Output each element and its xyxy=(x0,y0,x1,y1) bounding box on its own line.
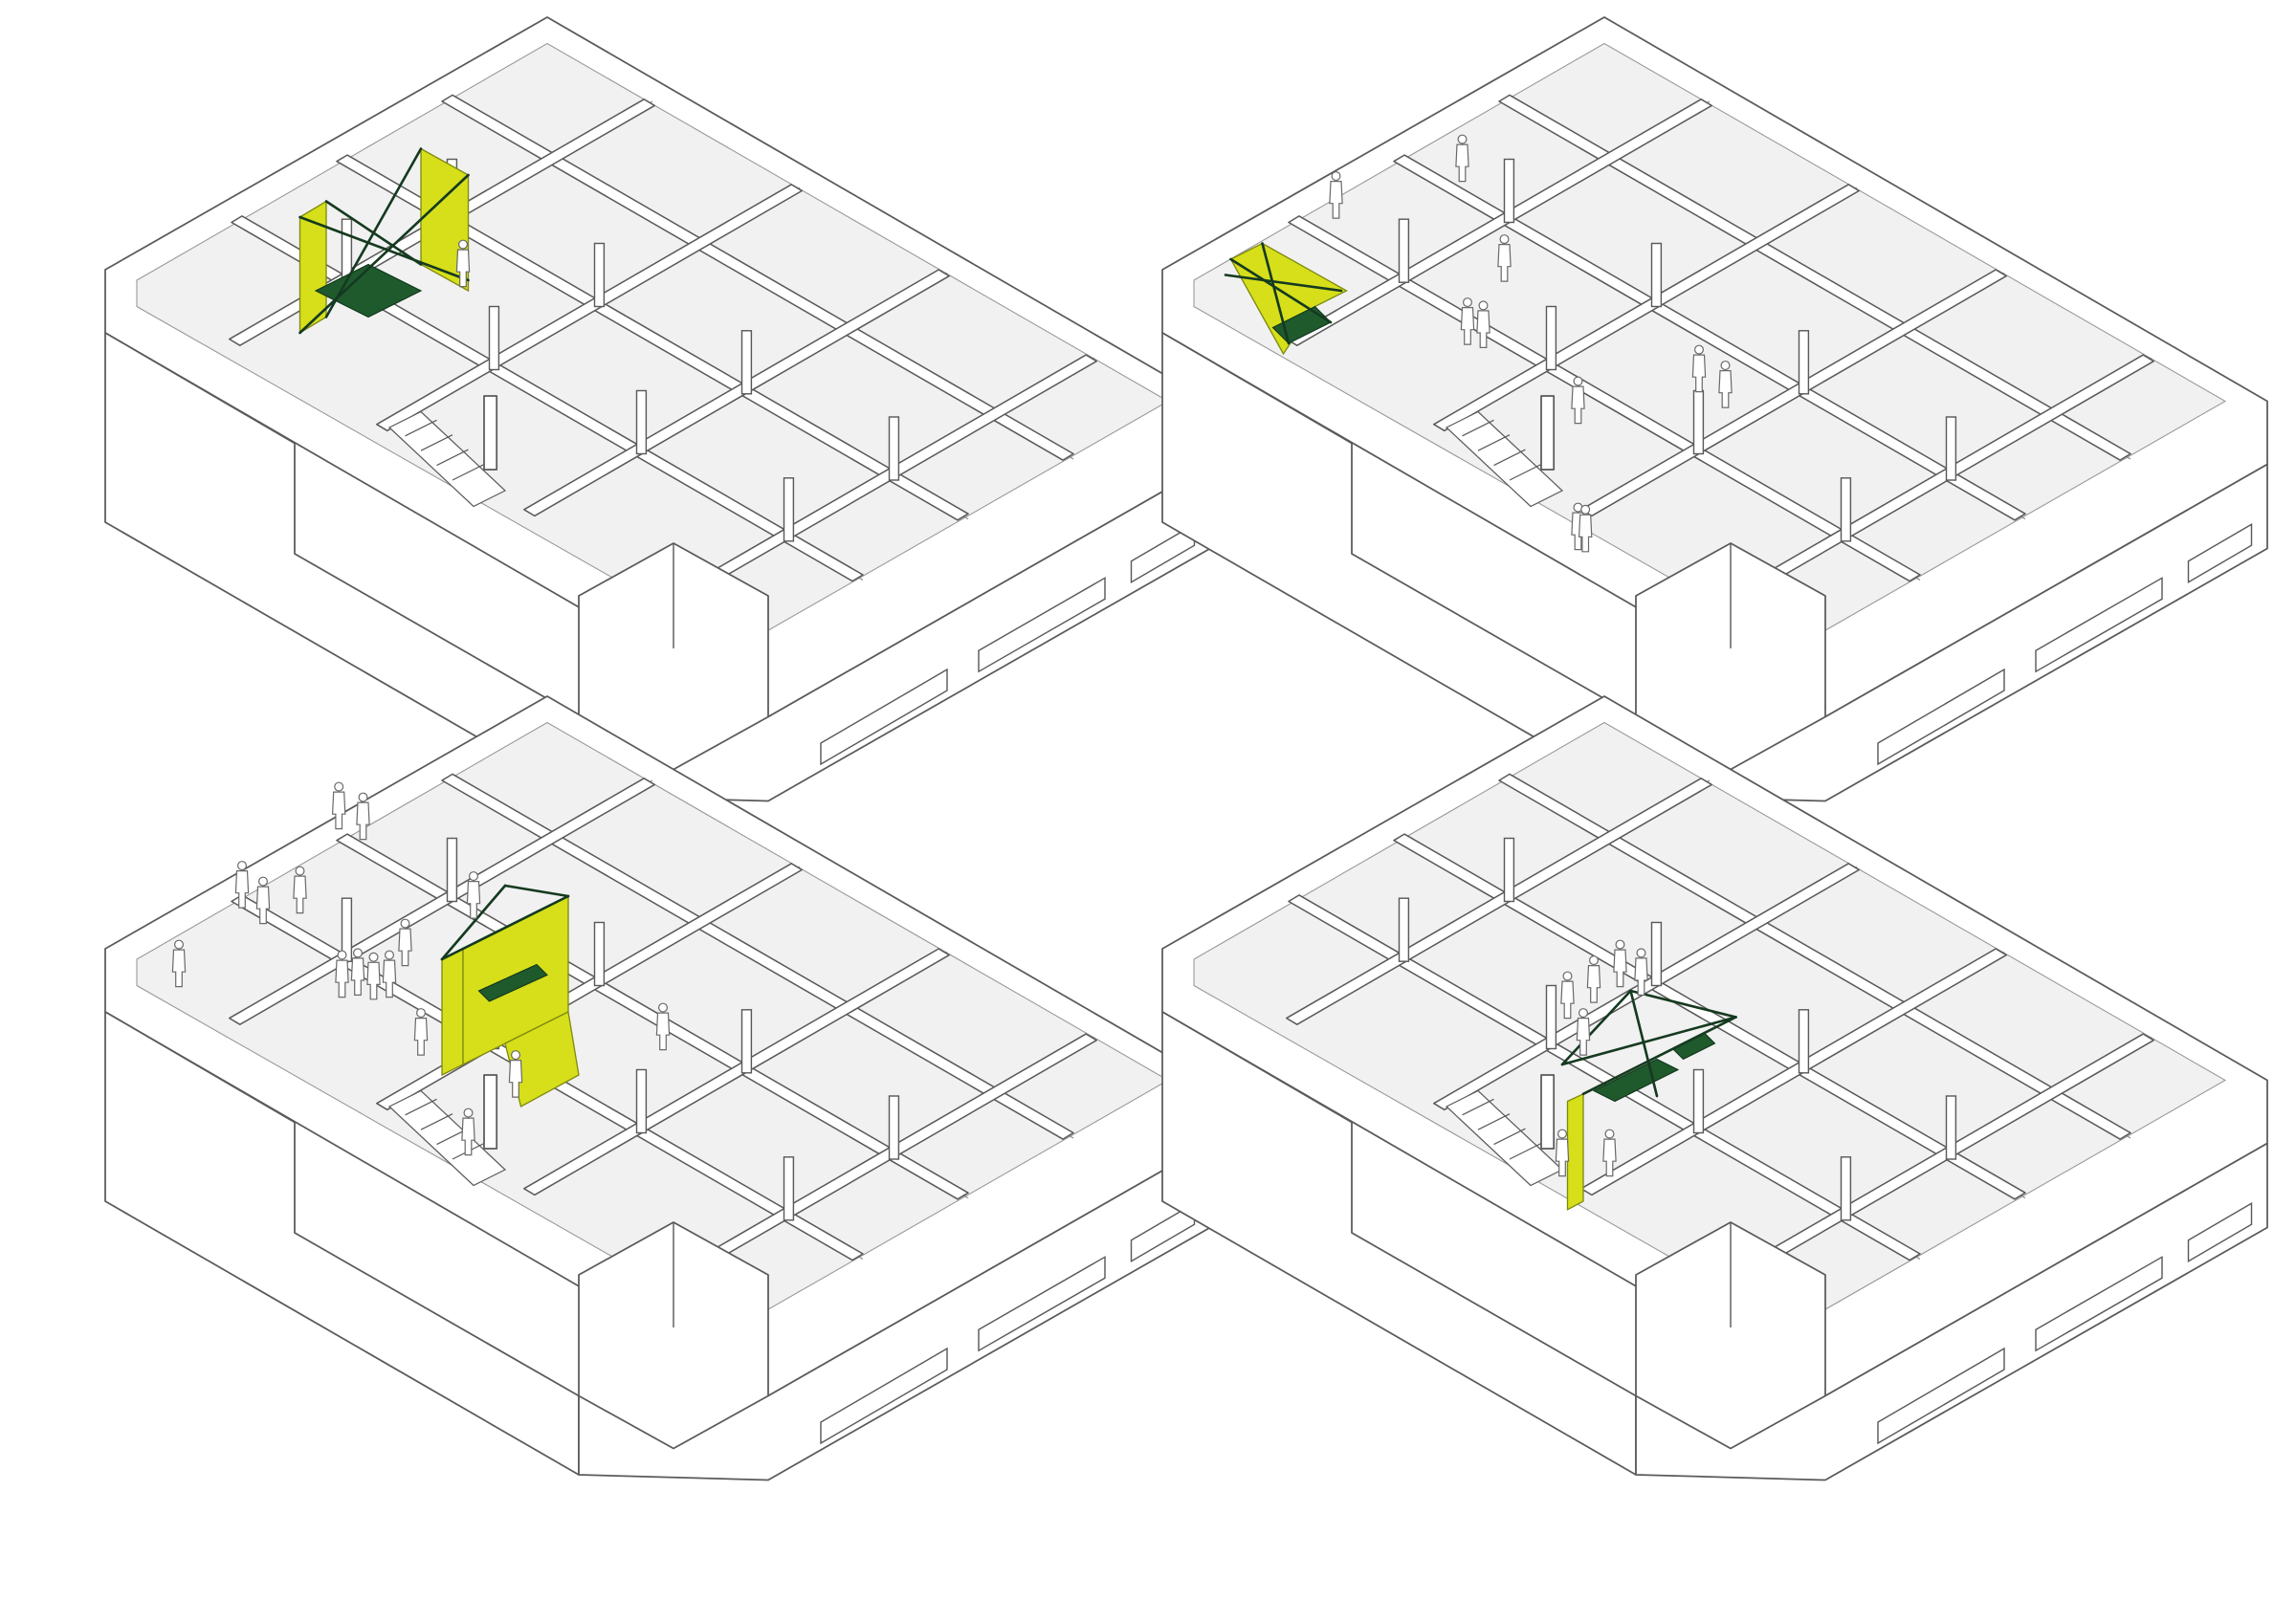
installation-top-right xyxy=(1224,242,1348,356)
building-axonometric-bottom-right xyxy=(1161,695,2268,1481)
installation-bottom-right xyxy=(1560,989,1737,1211)
building-axonometric-bottom-left xyxy=(104,695,1211,1481)
installation-top-left xyxy=(298,147,470,335)
building-axonometric-top-left xyxy=(104,16,1211,802)
building-axonometric-top-right xyxy=(1161,16,2268,802)
installation-bottom-left xyxy=(440,884,580,1108)
